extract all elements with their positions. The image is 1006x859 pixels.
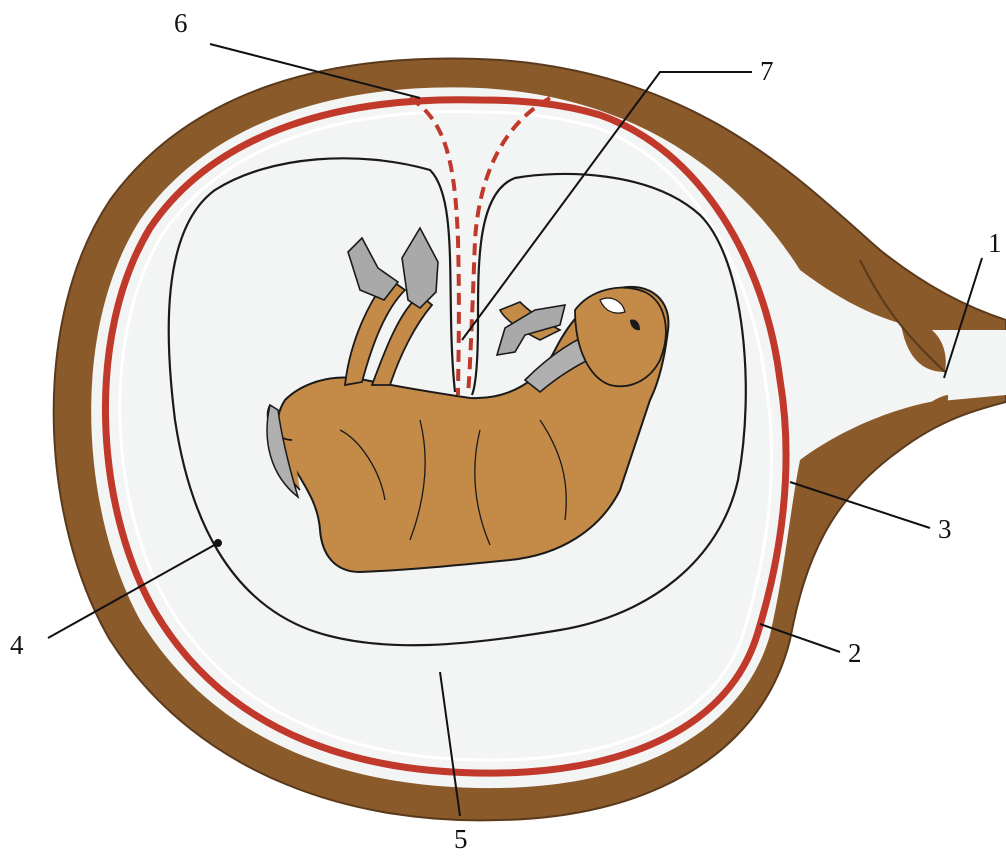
label-6: 6 [174,8,188,38]
label-3: 3 [938,514,952,544]
label-7: 7 [760,56,774,86]
label-1: 1 [988,228,1002,258]
label-2: 2 [848,638,862,668]
label-4: 4 [10,630,24,660]
leader-dot-4 [214,539,222,547]
label-5: 5 [454,824,468,854]
